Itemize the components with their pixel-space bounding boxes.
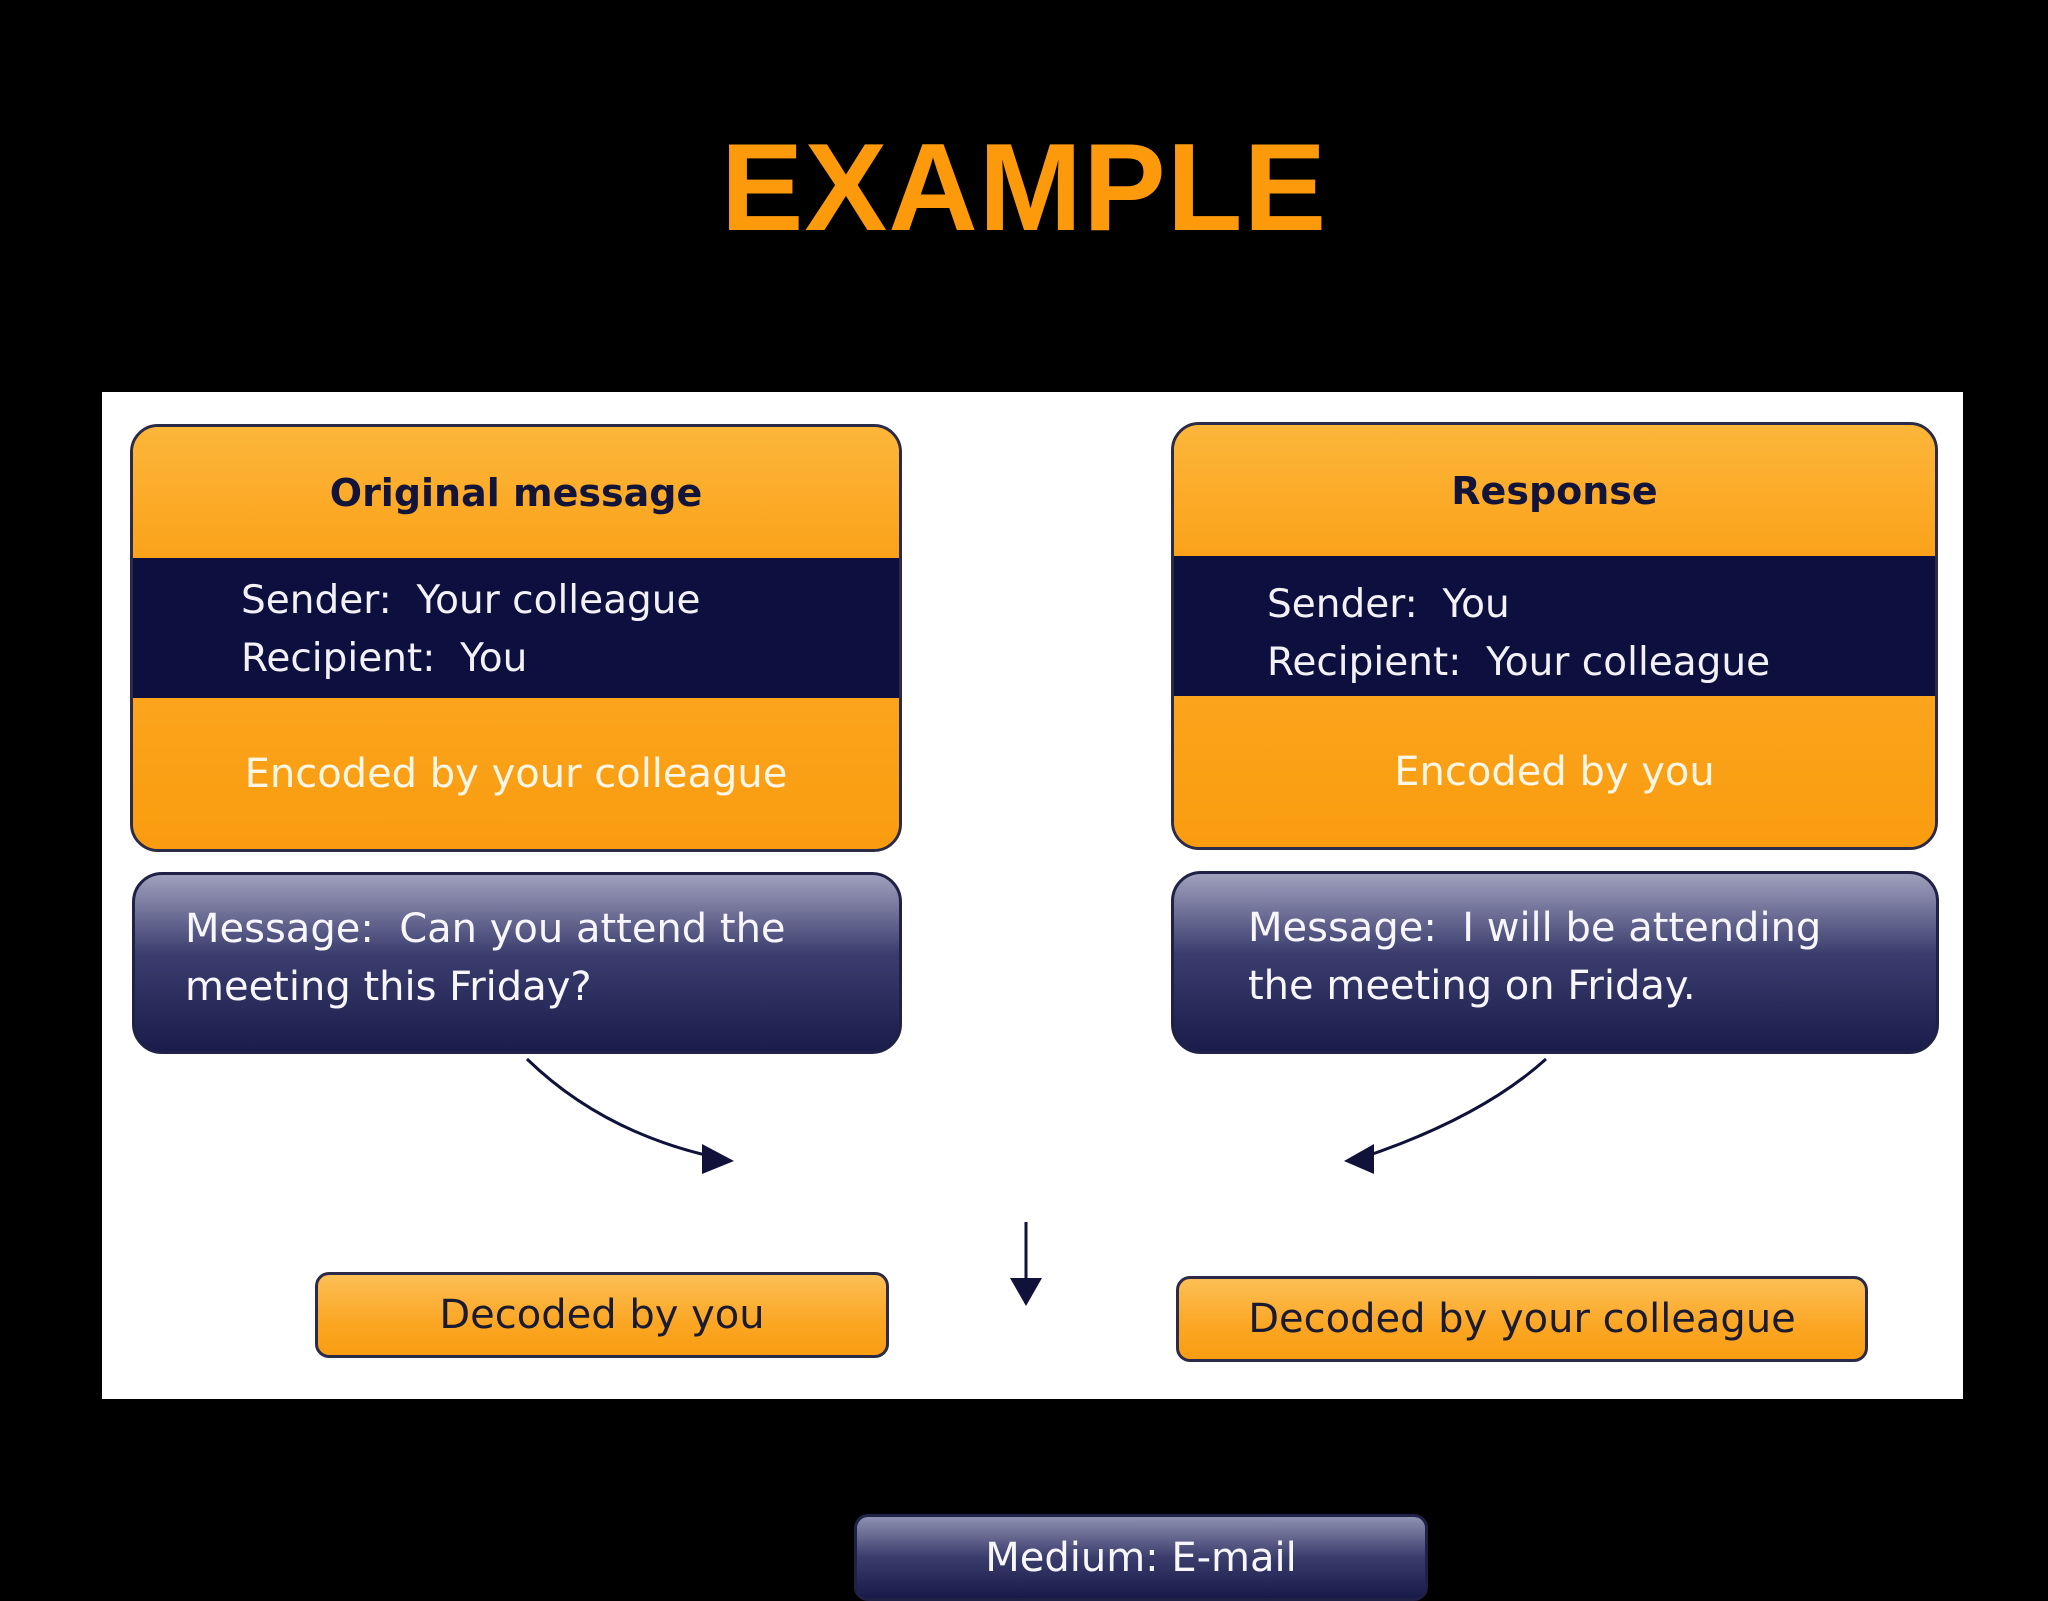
flow-arrows <box>525 1057 1548 1306</box>
original-message-line-1: Message: Can you attend the <box>185 906 786 952</box>
original-recipient: Recipient: You <box>241 636 528 681</box>
original-encoded-label: Encoded by your colleague <box>133 698 899 849</box>
arrow-original-head <box>702 1144 734 1174</box>
arrow-medium-down-head <box>1010 1278 1042 1306</box>
diagram-panel: Original message Sender: Your colleague … <box>102 392 1963 1601</box>
arrow-response-head <box>1344 1144 1374 1174</box>
response-message-line-1: Message: I will be attending <box>1248 905 1822 951</box>
response-message-line-2: the meeting on Friday. <box>1248 963 1696 1009</box>
original-message-line-2: meeting this Friday? <box>185 964 592 1010</box>
original-message-card: Original message Sender: Your colleague … <box>130 424 902 852</box>
response-card: Response Sender: You Recipient: Your col… <box>1171 422 1938 850</box>
original-sender: Sender: Your colleague <box>241 578 701 623</box>
original-message-box: Message: Can you attend the meeting this… <box>132 872 902 1054</box>
response-heading: Response <box>1174 425 1935 556</box>
decoded-by-colleague-box: Decoded by your colleague <box>1176 1276 1868 1362</box>
response-encoded-label: Encoded by you <box>1174 696 1935 847</box>
decoded-by-you-box: Decoded by you <box>315 1272 889 1358</box>
arrow-original-to-medium <box>525 1057 715 1159</box>
response-parties: Sender: You Recipient: Your colleague <box>1174 556 1935 696</box>
response-message-box: Message: I will be attending the meeting… <box>1171 871 1939 1054</box>
medium-box: Medium: E-mail <box>854 1514 1428 1601</box>
original-message-parties: Sender: Your colleague Recipient: You <box>133 558 899 698</box>
original-message-heading: Original message <box>133 427 899 558</box>
response-sender: Sender: You <box>1267 582 1510 627</box>
arrow-response-to-medium <box>1363 1057 1548 1159</box>
slide-title: EXAMPLE <box>720 119 1328 257</box>
response-recipient: Recipient: Your colleague <box>1267 640 1771 685</box>
